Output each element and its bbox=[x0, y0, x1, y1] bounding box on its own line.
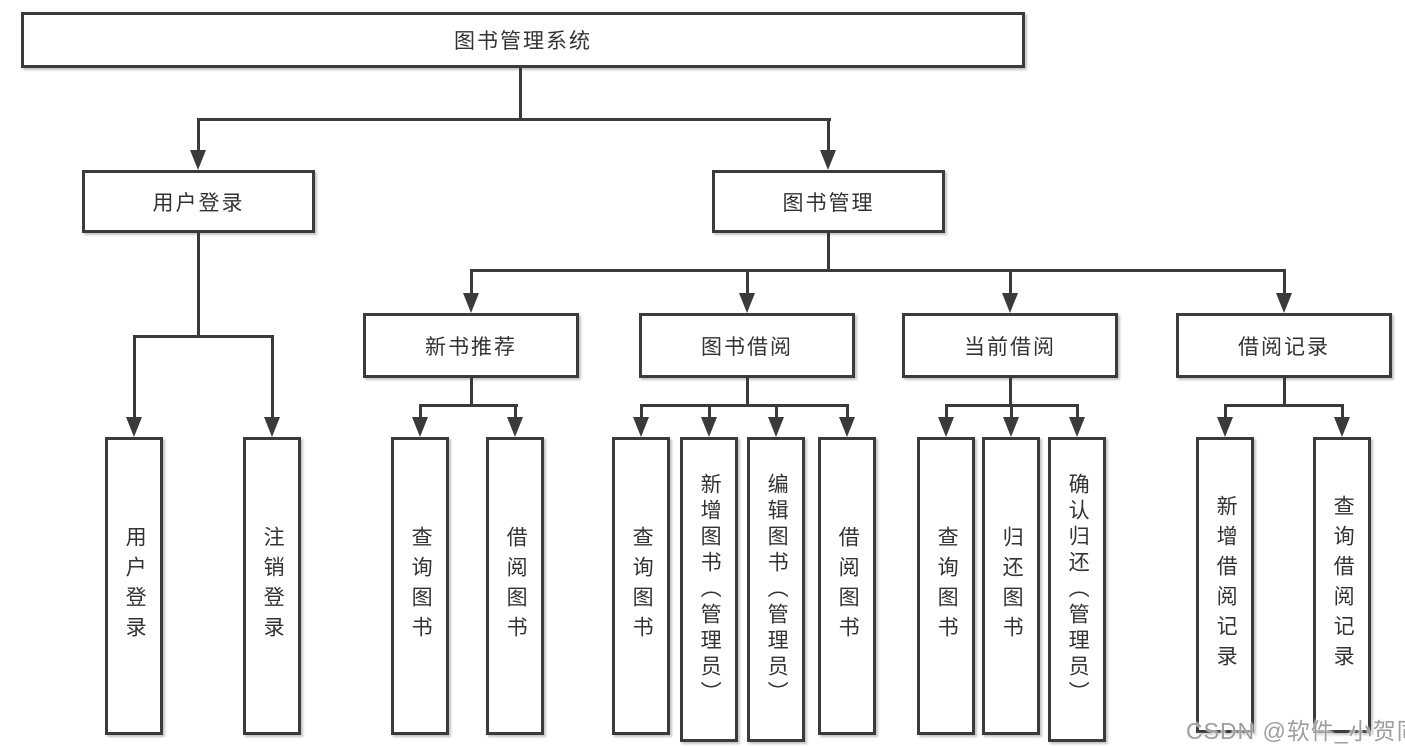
connector-drop-level3 bbox=[1009, 269, 1012, 295]
leaf-records-query-borrow-record: 查询借阅记录 bbox=[1313, 437, 1371, 733]
connector-records-branch bbox=[1224, 404, 1344, 407]
leaf-user-login: 用户登录 bbox=[105, 437, 163, 735]
csdn-watermark: CSDN @软件_小贺同学 bbox=[1186, 718, 1405, 744]
arrowhead-down-icon bbox=[1003, 417, 1019, 437]
arrowhead-down-icon bbox=[938, 417, 954, 437]
arrowhead-down-icon bbox=[412, 417, 428, 437]
connector-drop-leaf bbox=[1076, 404, 1079, 419]
connector-book-management-trunk bbox=[827, 231, 830, 272]
connector-drop-leaf bbox=[708, 404, 711, 419]
leaf-borrowing-edit-books-admin: 编辑图书（管理员） bbox=[747, 437, 805, 742]
arrowhead-down-icon bbox=[1217, 417, 1233, 437]
leaf-recommend-query-books: 查询图书 bbox=[391, 437, 449, 735]
leaf-borrowing-borrow-books: 借阅图书 bbox=[818, 437, 876, 735]
leaf-logout: 注销登录 bbox=[243, 437, 301, 735]
arrowhead-down-icon bbox=[190, 150, 206, 170]
connector-drop-level3 bbox=[1283, 269, 1286, 295]
connector-drop-leaf bbox=[271, 335, 274, 419]
leaf-borrowing-query-books: 查询图书 bbox=[612, 437, 670, 735]
arrowhead-down-icon bbox=[264, 417, 280, 437]
leaf-current-query-books: 查询图书 bbox=[917, 437, 975, 735]
connector-drop-leaf bbox=[1224, 404, 1227, 419]
arrowhead-down-icon bbox=[739, 293, 755, 313]
leaf-recommend-borrow-books: 借阅图书 bbox=[486, 437, 544, 735]
connector-user-login-branch bbox=[133, 335, 274, 338]
connector-drop-leaf bbox=[419, 404, 422, 419]
connector-drop-leaf bbox=[1010, 404, 1013, 419]
leaf-borrowing-add-books-admin: 新增图书（管理员） bbox=[680, 437, 738, 742]
connector-drop-leaf bbox=[846, 404, 849, 419]
connector-borrowing-branch bbox=[640, 404, 849, 407]
connector-drop-leaf bbox=[640, 404, 643, 419]
arrowhead-down-icon bbox=[839, 417, 855, 437]
connector-root-branch bbox=[197, 118, 831, 121]
arrowhead-down-icon bbox=[820, 150, 836, 170]
arrowhead-down-icon bbox=[126, 417, 142, 437]
leaf-records-add-borrow-record: 新增借阅记录 bbox=[1196, 437, 1254, 733]
node-current-borrowing: 当前借阅 bbox=[902, 313, 1118, 378]
arrowhead-down-icon bbox=[1276, 293, 1292, 313]
arrowhead-down-icon bbox=[1069, 417, 1085, 437]
leaf-current-return-books: 归还图书 bbox=[982, 437, 1040, 735]
connector-drop-user-login bbox=[197, 118, 200, 154]
arrowhead-down-icon bbox=[633, 417, 649, 437]
arrowhead-down-icon bbox=[701, 417, 717, 437]
connector-current-trunk bbox=[1009, 376, 1012, 407]
connector-drop-book-management bbox=[827, 118, 830, 154]
connector-drop-leaf bbox=[1341, 404, 1344, 419]
node-new-book-recommendation: 新书推荐 bbox=[363, 313, 579, 378]
connector-recommend-branch bbox=[419, 404, 518, 407]
connector-records-trunk bbox=[1283, 376, 1286, 407]
connector-user-login-trunk bbox=[197, 231, 200, 338]
node-user-login: 用户登录 bbox=[82, 170, 315, 233]
connector-drop-level3 bbox=[746, 269, 749, 295]
arrowhead-down-icon bbox=[768, 417, 784, 437]
connector-drop-leaf bbox=[775, 404, 778, 419]
leaf-current-confirm-return-admin: 确认归还（管理员） bbox=[1048, 437, 1106, 742]
connector-book-management-branch bbox=[470, 269, 1286, 272]
connector-borrowing-trunk bbox=[746, 376, 749, 407]
node-borrowing-records: 借阅记录 bbox=[1176, 313, 1392, 378]
connector-drop-leaf bbox=[133, 335, 136, 419]
arrowhead-down-icon bbox=[463, 293, 479, 313]
arrowhead-down-icon bbox=[1002, 293, 1018, 313]
connector-recommend-trunk bbox=[470, 376, 473, 407]
node-library-management-system: 图书管理系统 bbox=[21, 12, 1025, 68]
connector-drop-level3 bbox=[470, 269, 473, 295]
connector-drop-leaf bbox=[514, 404, 517, 419]
node-book-management: 图书管理 bbox=[712, 170, 945, 233]
arrowhead-down-icon bbox=[507, 417, 523, 437]
connector-root-trunk bbox=[519, 66, 522, 120]
arrowhead-down-icon bbox=[1334, 417, 1350, 437]
node-book-borrowing: 图书借阅 bbox=[639, 313, 855, 378]
connector-drop-leaf bbox=[945, 404, 948, 419]
